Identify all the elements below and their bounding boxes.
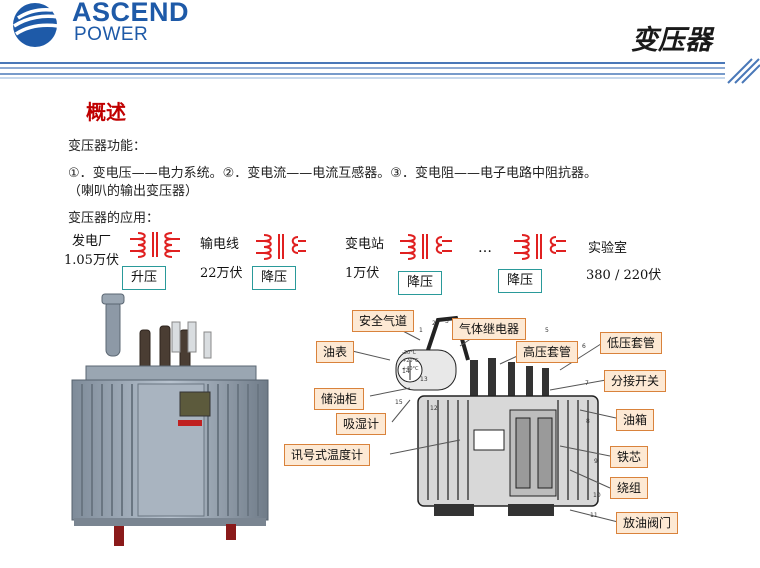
callout-core: 铁芯 xyxy=(610,446,649,468)
gauge-tick-label: +40°C xyxy=(402,366,419,372)
part-number-label: 8 xyxy=(586,418,590,425)
brand-name: ASCEND xyxy=(72,0,190,27)
callout-tank: 油箱 xyxy=(616,409,655,431)
step-down-box: 降压 xyxy=(252,266,296,290)
callout-hv-bushing: 高压套管 xyxy=(516,341,579,363)
transformer-symbol-icon xyxy=(130,232,180,258)
callout-tap-switch: 分接开关 xyxy=(604,370,667,392)
applications-label: 变压器的应用： xyxy=(68,211,160,226)
chain-substation-voltage: 1万伏 xyxy=(345,266,380,281)
gauge-tick-label: -30°C xyxy=(402,350,417,356)
callout-safety-vent: 安全气道 xyxy=(352,310,415,332)
transformer-structure-diagram xyxy=(395,315,599,516)
part-number-label: 2 xyxy=(432,320,436,327)
chain-plant: 发电厂 xyxy=(72,234,112,249)
ascend-logo-icon xyxy=(13,3,59,47)
part-number-label: 4 xyxy=(498,324,502,331)
transformer-photo xyxy=(71,293,269,546)
part-number-label: 7 xyxy=(585,380,589,387)
part-number-label: 1 xyxy=(419,327,423,334)
part-number-label: 11 xyxy=(590,512,598,519)
header-divider xyxy=(0,58,760,84)
callout-drain-valve: 放油阀门 xyxy=(616,512,679,534)
brand-subname: POWER xyxy=(74,24,149,45)
part-number-label: 3 xyxy=(445,318,449,325)
functions-line: ①．变电压——电力系统。②．变电流——电流互感器。③．变电阻——电子电路中阻抗器… xyxy=(68,166,597,181)
callout-gas-relay: 气体继电器 xyxy=(452,318,527,340)
chain-line: 输电线 xyxy=(200,237,240,252)
step-down-box: 降压 xyxy=(498,269,542,293)
callout-leaders xyxy=(347,319,619,523)
chain-plant-voltage: 1.05万伏 xyxy=(64,253,119,268)
step-up-box: 升压 xyxy=(122,266,166,290)
chain-lab: 实验室 xyxy=(588,241,628,256)
transformer-symbol-icon xyxy=(400,234,452,260)
functions-note: （喇叭的输出变压器） xyxy=(68,184,199,199)
transformer-symbol-icon xyxy=(256,234,306,260)
callout-oil-gauge: 油表 xyxy=(316,341,355,363)
part-number-label: 15 xyxy=(395,399,403,406)
chain-lab-voltage: 380 / 220伏 xyxy=(586,268,662,283)
callout-winding: 绕组 xyxy=(610,477,649,499)
chain-substation: 变电站 xyxy=(345,237,385,252)
section-heading: 概述 xyxy=(86,100,126,124)
callout-breather: 吸湿计 xyxy=(336,413,387,435)
callout-lv-bushing: 低压套管 xyxy=(600,332,663,354)
part-number-label: 9 xyxy=(594,458,598,465)
gauge-tick-label: +20°C xyxy=(402,358,419,364)
part-number-label: 6 xyxy=(582,343,586,350)
part-number-label: 10 xyxy=(593,492,601,499)
slide-title: 变压器 xyxy=(631,25,712,56)
header-stripes-icon xyxy=(727,58,760,84)
part-number-label: 14 xyxy=(402,368,410,375)
step-down-box: 降压 xyxy=(398,271,442,295)
transformer-symbol-icon xyxy=(514,234,566,260)
part-number-label: 12 xyxy=(430,405,438,412)
chain-line-voltage: 22万伏 xyxy=(200,266,243,281)
callout-thermometer: 讯号式温度计 xyxy=(284,444,371,466)
callout-conservator: 储油柜 xyxy=(314,388,365,410)
part-number-label: 13 xyxy=(420,376,428,383)
chain-ellipsis: … xyxy=(478,240,492,256)
part-number-label: 5 xyxy=(545,327,549,334)
functions-label: 变压器功能： xyxy=(68,139,147,154)
